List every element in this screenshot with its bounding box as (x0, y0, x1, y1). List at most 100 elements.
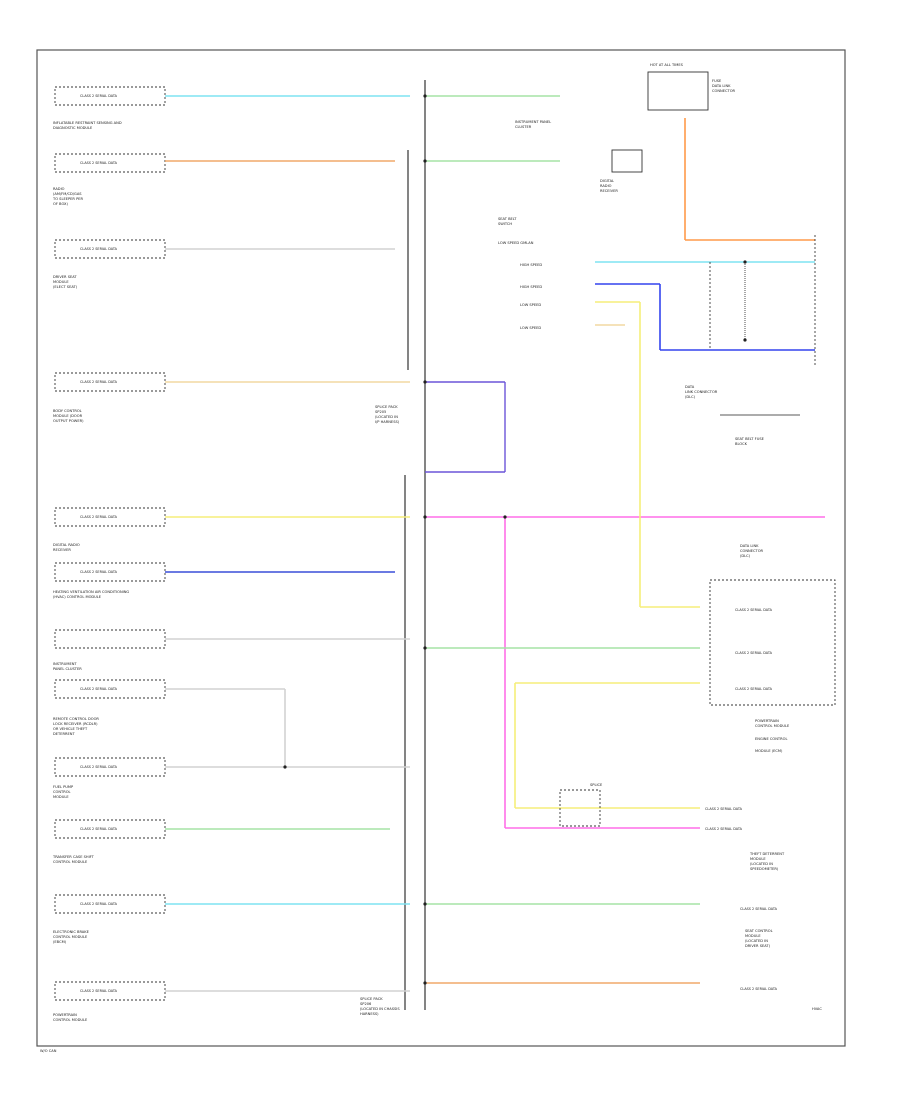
svg-text:FUEL PUMP: FUEL PUMP (53, 785, 74, 789)
svg-text:CLASS 2 SERIAL DATA: CLASS 2 SERIAL DATA (80, 247, 118, 251)
svg-text:CLASS 2 SERIAL DATA: CLASS 2 SERIAL DATA (80, 902, 118, 906)
svg-text:SPLICE PACK: SPLICE PACK (360, 997, 383, 1001)
svg-text:POWERTRAIN: POWERTRAIN (53, 1013, 77, 1017)
small-box (611, 149, 643, 173)
module-box-7: INSTRUMENT PANEL CLUSTER CLASS 2 SERIAL … (53, 629, 166, 736)
diagram-frame (36, 49, 846, 1047)
svg-text:OR VEHICLE THEFT: OR VEHICLE THEFT (53, 727, 88, 731)
svg-text:SPLICE PACK: SPLICE PACK (375, 405, 398, 409)
svg-text:OF BOX): OF BOX) (53, 202, 69, 206)
svg-text:HIGH SPEED: HIGH SPEED (520, 285, 542, 289)
module-box-3: CLASS 2 SERIAL DATA DRIVER SEAT MODULE (… (53, 239, 166, 289)
svg-text:LOW SPEED: LOW SPEED (520, 326, 541, 330)
svg-text:REMOTE CONTROL DOOR: REMOTE CONTROL DOOR (53, 717, 99, 721)
svg-text:INFLATABLE RESTRAINT SENSING A: INFLATABLE RESTRAINT SENSING AND (53, 121, 122, 125)
svg-text:CONTROL MODULE: CONTROL MODULE (53, 935, 88, 939)
svg-text:TO SLEEPER PER: TO SLEEPER PER (52, 197, 84, 201)
right-components: HOT AT ALL TIMES FUSE DATA LINK CONNECTO… (498, 63, 836, 991)
svg-text:FUSE: FUSE (712, 79, 722, 83)
svg-text:DRIVER SEAT: DRIVER SEAT (53, 275, 77, 279)
module-box-10: CLASS 2 SERIAL DATA ELECTRONIC BRAKE CON… (53, 894, 166, 944)
svg-text:DIGITAL: DIGITAL (600, 179, 614, 183)
svg-text:CLASS 2 SERIAL DATA: CLASS 2 SERIAL DATA (80, 827, 118, 831)
svg-text:HIGH SPEED: HIGH SPEED (520, 263, 542, 267)
svg-text:RADIO: RADIO (600, 184, 612, 188)
splice-labels: SPLICE PACK SP205 (LOCATED IN I/P HARNES… (360, 405, 400, 1016)
svg-text:CLASS 2 SERIAL DATA: CLASS 2 SERIAL DATA (735, 687, 773, 691)
svg-text:DATA: DATA (685, 385, 695, 389)
svg-text:HEATING VENTILATION AIR CONDIT: HEATING VENTILATION AIR CONDITIONING (53, 590, 129, 594)
svg-text:CLASS 2 SERIAL DATA: CLASS 2 SERIAL DATA (705, 827, 743, 831)
svg-text:CONTROL MODULE: CONTROL MODULE (755, 724, 790, 728)
svg-text:CONTROL MODULE: CONTROL MODULE (53, 860, 88, 864)
footer-left: W/O CAN (40, 1049, 57, 1053)
svg-text:SEAT CONTROL: SEAT CONTROL (745, 929, 773, 933)
svg-text:DIAGNOSTIC MODULE: DIAGNOSTIC MODULE (53, 126, 93, 130)
svg-text:CLASS 2 SERIAL DATA: CLASS 2 SERIAL DATA (80, 161, 118, 165)
svg-text:LOCK RECEIVER (RCDLR): LOCK RECEIVER (RCDLR) (53, 722, 98, 726)
svg-text:BODY CONTROL: BODY CONTROL (53, 409, 82, 413)
svg-text:SPLICE: SPLICE (590, 783, 603, 787)
svg-text:CLASS 2 SERIAL DATA: CLASS 2 SERIAL DATA (735, 651, 773, 655)
svg-text:POWERTRAIN: POWERTRAIN (755, 719, 779, 723)
svg-text:I/P HARNESS): I/P HARNESS) (375, 420, 400, 424)
svg-text:CLASS 2 SERIAL DATA: CLASS 2 SERIAL DATA (735, 608, 773, 612)
svg-text:(LOCATED IN CHASSIS: (LOCATED IN CHASSIS (360, 1007, 400, 1011)
svg-text:CLASS 2 SERIAL DATA: CLASS 2 SERIAL DATA (705, 807, 743, 811)
svg-text:RADIO: RADIO (53, 187, 65, 191)
svg-text:(DLC): (DLC) (740, 554, 751, 558)
svg-text:SEAT BELT FUSE: SEAT BELT FUSE (735, 437, 765, 441)
svg-text:CONTROL MODULE: CONTROL MODULE (53, 1018, 88, 1022)
splice-points (283, 94, 747, 985)
svg-text:(LOCATED IN: (LOCATED IN (745, 939, 768, 943)
svg-text:BLOCK: BLOCK (735, 442, 748, 446)
svg-text:(DLC): (DLC) (685, 395, 696, 399)
svg-text:HARNESS): HARNESS) (360, 1012, 379, 1016)
svg-text:TRANSFER CASE SHIFT: TRANSFER CASE SHIFT (52, 855, 95, 859)
footer-right: HVAC (812, 1007, 822, 1011)
svg-text:SPEEDOMETER): SPEEDOMETER) (750, 867, 779, 871)
svg-text:CONNECTOR: CONNECTOR (712, 89, 736, 93)
svg-text:INSTRUMENT: INSTRUMENT (53, 662, 77, 666)
svg-text:DIGITAL RADIO: DIGITAL RADIO (53, 543, 80, 547)
svg-text:HOT AT ALL TIMES: HOT AT ALL TIMES (650, 63, 684, 67)
svg-text:RECEIVER: RECEIVER (600, 189, 618, 193)
svg-text:(LOCATED IN: (LOCATED IN (750, 862, 773, 866)
svg-text:CONTROL: CONTROL (53, 790, 71, 794)
svg-text:DETERRENT: DETERRENT (53, 732, 75, 736)
svg-text:CLASS 2 SERIAL DATA: CLASS 2 SERIAL DATA (740, 907, 778, 911)
module-box-2: CLASS 2 SERIAL DATA RADIO (AM/FM/CD/GAS … (52, 153, 166, 206)
hot-fuse-box (647, 71, 709, 111)
svg-text:CLASS 2 SERIAL DATA: CLASS 2 SERIAL DATA (740, 987, 778, 991)
svg-text:INSTRUMENT PANEL: INSTRUMENT PANEL (515, 120, 551, 124)
svg-text:(HVAC) CONTROL MODULE: (HVAC) CONTROL MODULE (53, 595, 102, 599)
module-box-11: CLASS 2 SERIAL DATA POWERTRAIN CONTROL M… (53, 981, 166, 1022)
module-box-8: CLASS 2 SERIAL DATA FUEL PUMP CONTROL MO… (53, 757, 166, 799)
svg-text:ELECTRONIC BRAKE: ELECTRONIC BRAKE (53, 930, 90, 934)
svg-text:CLASS 2 SERIAL DATA: CLASS 2 SERIAL DATA (80, 989, 118, 993)
box-label: CLASS 2 SERIAL DATA (80, 94, 118, 98)
svg-text:(AM/FM/CD/GAS: (AM/FM/CD/GAS (53, 192, 82, 196)
left-modules: CLASS 2 SERIAL DATA INFLATABLE RESTRAINT… (52, 86, 166, 1022)
svg-text:OUTPUT POWER): OUTPUT POWER) (53, 419, 84, 423)
module-box-1: CLASS 2 SERIAL DATA INFLATABLE RESTRAINT… (53, 86, 166, 130)
svg-text:(EBCM): (EBCM) (53, 940, 67, 944)
svg-text:LOW SPEED: LOW SPEED (520, 303, 541, 307)
svg-text:SEAT BELT: SEAT BELT (498, 217, 517, 221)
svg-text:DATA LINK: DATA LINK (740, 544, 759, 548)
svg-text:CLUSTER: CLUSTER (515, 125, 532, 129)
svg-text:ENGINE CONTROL: ENGINE CONTROL (755, 737, 787, 741)
module-box-5: CLASS 2 SERIAL DATA DIGITAL RADIO RECEIV… (53, 507, 166, 552)
svg-text:MODULE (DOOR: MODULE (DOOR (53, 414, 83, 418)
svg-text:LOW SPEED GMLAN: LOW SPEED GMLAN (498, 241, 534, 245)
svg-text:CLASS 2 SERIAL DATA: CLASS 2 SERIAL DATA (80, 515, 118, 519)
svg-text:MODULE: MODULE (53, 280, 69, 284)
svg-text:RECEIVER: RECEIVER (53, 548, 71, 552)
svg-text:PANEL CLUSTER: PANEL CLUSTER (53, 667, 82, 671)
svg-text:MODULE: MODULE (53, 795, 69, 799)
svg-text:LINK CONNECTOR: LINK CONNECTOR (685, 390, 718, 394)
svg-text:MODULE: MODULE (750, 857, 766, 861)
svg-text:CLASS 2 SERIAL DATA: CLASS 2 SERIAL DATA (80, 687, 118, 691)
module-box-4: CLASS 2 SERIAL DATA BODY CONTROL MODULE … (53, 372, 166, 423)
